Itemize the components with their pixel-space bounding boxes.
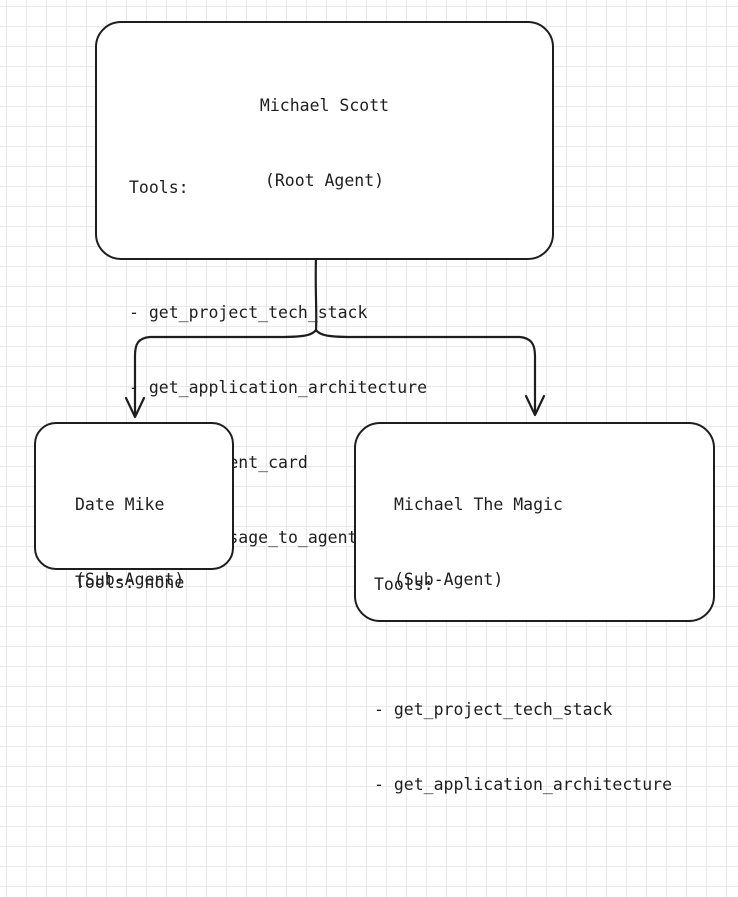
root-agent-name: Michael Scott <box>259 96 390 115</box>
magic-tools-list: get_project_tech_stack get_application_a… <box>374 647 672 847</box>
arrowhead-magic <box>524 394 546 417</box>
michael-the-magic-node: Michael The Magic (Sub-Agent) Tools: get… <box>354 422 715 794</box>
date-mike-tools: Tools: none <box>75 573 185 592</box>
magic-role: (Sub-Agent) <box>394 570 504 589</box>
date-mike-node: Date Mike (Sub-Agent) Tools: none <box>34 422 234 592</box>
magic-tools-label: Tools: <box>374 575 434 594</box>
arrowhead-date-mike <box>124 396 146 419</box>
date-mike-name: Date Mike <box>75 495 165 514</box>
root-agent-tools-label: Tools: <box>129 178 189 197</box>
root-agent-role: (Root Agent) <box>264 171 385 190</box>
branch-line-magic <box>314 328 537 416</box>
tool-item: get_application_architecture <box>129 375 427 400</box>
tool-item: get_project_tech_stack <box>129 300 427 325</box>
magic-name: Michael The Magic <box>394 495 563 514</box>
tool-item: get_project_tech_stack <box>374 697 672 722</box>
date-mike-role: (Sub-Agent) <box>75 570 185 589</box>
tool-item: get_application_architecture <box>374 772 672 797</box>
branch-line-date-mike <box>133 328 318 418</box>
root-agent-node: Michael Scott (Root Agent) Tools: get_pr… <box>95 21 554 547</box>
